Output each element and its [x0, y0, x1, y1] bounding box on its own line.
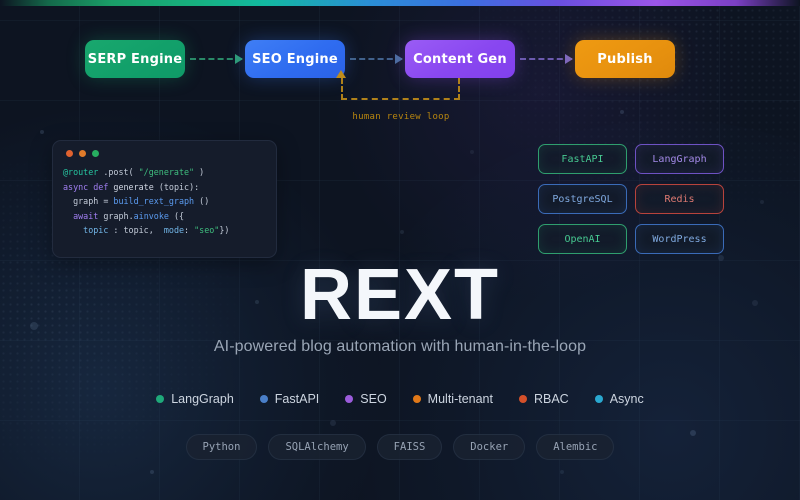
feature-label: LangGraph	[171, 392, 234, 406]
code-token: )	[194, 167, 204, 177]
code-token: ({	[169, 211, 184, 221]
feature-item-rbac: RBAC	[519, 392, 569, 406]
bullet-dot-icon	[519, 395, 527, 403]
stack-pill-label: Alembic	[553, 441, 597, 453]
feature-item-fastapi: FastAPI	[260, 392, 319, 406]
tech-badge-label: LangGraph	[652, 154, 706, 165]
stack-pill-docker[interactable]: Docker	[453, 434, 525, 460]
code-token: })	[219, 225, 229, 235]
tech-badge-langgraph[interactable]: LangGraph	[635, 144, 724, 174]
particle-dot	[330, 420, 336, 426]
feature-item-multi-tenant: Multi-tenant	[413, 392, 493, 406]
tech-badge-fastapi[interactable]: FastAPI	[538, 144, 627, 174]
particle-dot	[40, 130, 44, 134]
close-dot-icon[interactable]	[66, 150, 73, 157]
code-line: @router .post( "/generate" )	[63, 165, 266, 180]
particle-dot	[470, 150, 474, 154]
stack-pill-label: Python	[203, 441, 241, 453]
tech-badge-label: Redis	[664, 194, 694, 205]
code-token: (topic):	[159, 182, 199, 192]
code-token	[63, 225, 83, 235]
code-body: @router .post( "/generate" )async def ge…	[63, 165, 266, 238]
code-token: "seo"	[194, 225, 219, 235]
code-token: @router	[63, 167, 98, 177]
particle-dot	[150, 470, 154, 474]
feature-label: Multi-tenant	[428, 392, 493, 406]
code-line: async def generate (topic):	[63, 180, 266, 195]
code-token	[63, 211, 73, 221]
tech-badge-label: PostgreSQL	[552, 194, 612, 205]
code-line: await graph.ainvoke ({	[63, 209, 266, 224]
tech-badge-grid: FastAPI LangGraphPostgreSQL RedisOpenAI Wor…	[538, 144, 724, 254]
feature-label: RBAC	[534, 392, 569, 406]
maximize-dot-icon[interactable]	[92, 150, 99, 157]
page-title: REXT	[0, 258, 800, 332]
tech-badge-wordpress[interactable]: WordPress	[635, 224, 724, 254]
code-token: graph.	[98, 211, 133, 221]
stack-pill-label: Docker	[470, 441, 508, 453]
human-review-loop-label: human review loop	[341, 112, 461, 122]
code-token: ()	[194, 196, 209, 206]
tech-badge-label: FastAPI	[561, 154, 603, 165]
code-token: :	[184, 225, 194, 235]
stack-pill-faiss[interactable]: FAISS	[377, 434, 443, 460]
feature-item-seo: SEO	[345, 392, 386, 406]
minimize-dot-icon[interactable]	[79, 150, 86, 157]
bullet-dot-icon	[156, 395, 164, 403]
stack-pill-label: FAISS	[394, 441, 426, 453]
code-snippet-window: @router .post( "/generate" )async def ge…	[52, 140, 277, 258]
particle-dot	[560, 470, 564, 474]
tech-badge-postgresql[interactable]: PostgreSQL	[538, 184, 627, 214]
stack-pill-label: SQLAlchemy	[285, 441, 348, 453]
feature-item-langgraph: LangGraph	[156, 392, 234, 406]
feature-label: SEO	[360, 392, 386, 406]
particle-dot	[620, 110, 624, 114]
code-token: topic	[83, 225, 108, 235]
bullet-dot-icon	[595, 395, 603, 403]
tech-badge-label: WordPress	[652, 234, 706, 245]
code-token: : topic,	[108, 225, 163, 235]
code-token: await	[73, 211, 98, 221]
code-line: topic : topic, mode: "seo"})	[63, 223, 266, 238]
particle-dot	[400, 230, 404, 234]
particle-dot	[760, 200, 764, 204]
feature-label: Async	[610, 392, 644, 406]
code-token: .post(	[98, 167, 138, 177]
code-token: async def	[63, 182, 108, 192]
pipeline-diagram: SERP Engine SEO Engine Content Gen Publi…	[0, 40, 800, 100]
stack-pill-sqlalchemy[interactable]: SQLAlchemy	[268, 434, 365, 460]
code-token: generate	[108, 182, 158, 192]
stack-pill-alembic[interactable]: Alembic	[536, 434, 614, 460]
code-token: "/generate"	[139, 167, 194, 177]
loop-arrowhead-icon	[336, 70, 346, 78]
feature-label: FastAPI	[275, 392, 319, 406]
feature-list: LangGraph FastAPI SEO Multi-tenant RBAC Async	[0, 392, 800, 406]
bullet-dot-icon	[260, 395, 268, 403]
code-token: graph =	[63, 196, 113, 206]
top-gradient-bar	[0, 0, 800, 6]
tech-stack-pill-list: Python SQLAlchemy FAISS Docker Alembic	[0, 434, 800, 460]
stack-pill-python[interactable]: Python	[186, 434, 258, 460]
feature-item-async: Async	[595, 392, 644, 406]
bullet-dot-icon	[413, 395, 421, 403]
tech-badge-openai[interactable]: OpenAI	[538, 224, 627, 254]
code-line: graph = build_rext_graph ()	[63, 194, 266, 209]
human-review-loop-path	[0, 40, 800, 100]
tech-badge-redis[interactable]: Redis	[635, 184, 724, 214]
bullet-dot-icon	[345, 395, 353, 403]
code-token: mode	[164, 225, 184, 235]
window-traffic-lights	[66, 150, 266, 157]
code-token: build_rext_graph	[113, 196, 194, 206]
page-subtitle: AI-powered blog automation with human-in…	[0, 338, 800, 356]
tech-badge-label: OpenAI	[564, 234, 600, 245]
code-token: ainvoke	[134, 211, 169, 221]
